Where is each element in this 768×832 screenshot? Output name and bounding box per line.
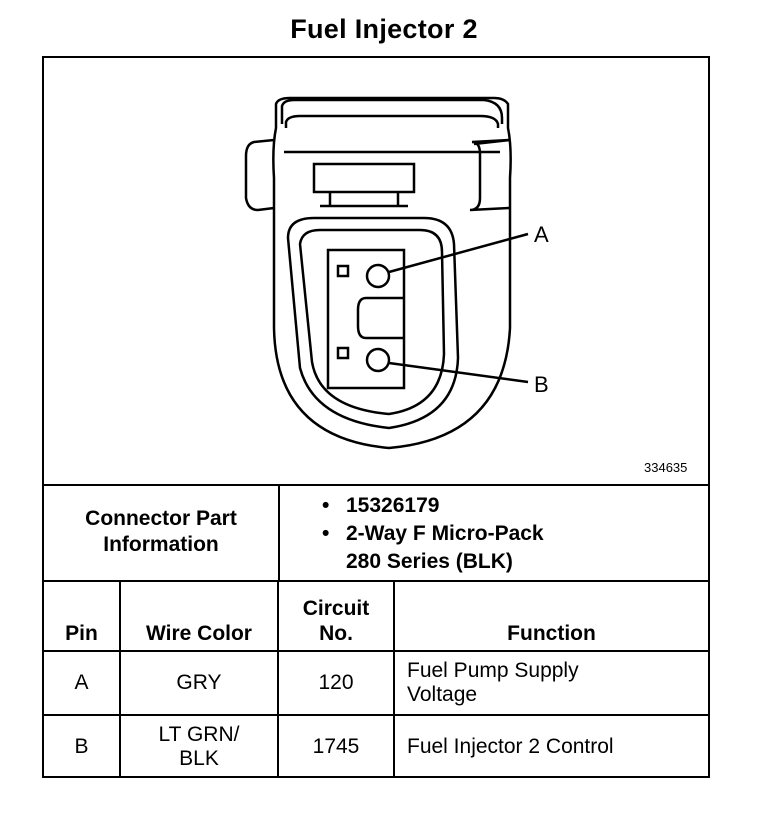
cell-wire-color-line1: GRY: [176, 671, 222, 694]
connector-info-row: Connector Part Information • 15326179 • …: [44, 484, 708, 582]
connector-diagram: A B 334635: [44, 58, 708, 486]
cell-wire-color: LT GRN/ BLK: [119, 714, 279, 778]
cell-function: Fuel Pump Supply Voltage: [393, 650, 708, 716]
header-pin: Pin: [44, 582, 121, 652]
connector-type-line2: 280 Series (BLK): [346, 550, 513, 573]
connector-info-item: • 15326179: [322, 492, 544, 520]
cell-circuit: 1745: [277, 714, 395, 778]
connector-latch: [280, 98, 504, 124]
pin-b-leader: [388, 361, 529, 384]
connector-info-label-line1: Connector Part: [85, 507, 237, 530]
pin-table: Pin Wire Color Circuit No. Function A GR…: [44, 582, 708, 778]
connector-left-ear: [244, 138, 275, 212]
connector-info-item: • 2-Way F Micro-Pack 280 Series (BLK): [322, 520, 544, 576]
pin-table-wrapper: Pin Wire Color Circuit No. Function A GR…: [44, 582, 708, 778]
pin-b-terminal: [365, 347, 391, 373]
table-row: A GRY 120 Fuel Pump Supply Voltage: [44, 650, 708, 716]
connector-part-number: 15326179: [346, 494, 440, 517]
pin-cavity-block: [326, 248, 406, 390]
connector-sheet: A B 334635 Connector Part Information • …: [42, 56, 710, 778]
bullet-icon: •: [322, 494, 330, 517]
connector-inner-housing: [286, 216, 460, 430]
header-function: Function: [393, 582, 708, 652]
figure-id: 334635: [644, 460, 688, 475]
cell-wire-color: GRY: [119, 650, 279, 716]
pin-a-label: A: [534, 222, 549, 247]
cell-function-line1: Fuel Injector 2 Control: [407, 735, 614, 758]
table-row: B LT GRN/ BLK 1745 Fuel Injector 2 Contr…: [44, 714, 708, 778]
connector-info-list: • 15326179 • 2-Way F Micro-Pack 280 Seri…: [322, 492, 544, 576]
cell-pin: B: [44, 714, 121, 778]
connector-type-line1: 2-Way F Micro-Pack: [346, 522, 544, 545]
header-circuit-line2: No.: [319, 622, 353, 645]
connector-drawing: A B: [244, 96, 549, 450]
cell-wire-color-line1: LT GRN/: [158, 723, 240, 746]
header-circuit-line1: Circuit: [302, 597, 370, 620]
connector-info-label-line2: Information: [103, 533, 219, 556]
header-circuit: Circuit No.: [277, 582, 395, 652]
cell-function-line2: Voltage: [407, 683, 478, 706]
latch-slot: [312, 162, 416, 194]
center-key: [356, 296, 404, 340]
connector-info-label: Connector Part Information: [44, 484, 280, 580]
pin-table-header: Pin Wire Color Circuit No. Function: [44, 582, 708, 652]
header-wire-color: Wire Color: [119, 582, 279, 652]
cell-pin: A: [44, 650, 121, 716]
pin-a-terminal: [365, 263, 391, 289]
pin-b-label: B: [534, 372, 549, 397]
cell-function-line1: Fuel Pump Supply: [407, 659, 579, 682]
pin-a-leader: [388, 232, 529, 274]
cell-function: Fuel Injector 2 Control: [393, 714, 708, 778]
cell-circuit: 120: [277, 650, 395, 716]
bullet-icon: •: [322, 522, 330, 545]
connector-outer-shell: [272, 96, 512, 450]
page-title: Fuel Injector 2: [290, 14, 478, 44]
cell-wire-color-line2: BLK: [179, 747, 219, 770]
